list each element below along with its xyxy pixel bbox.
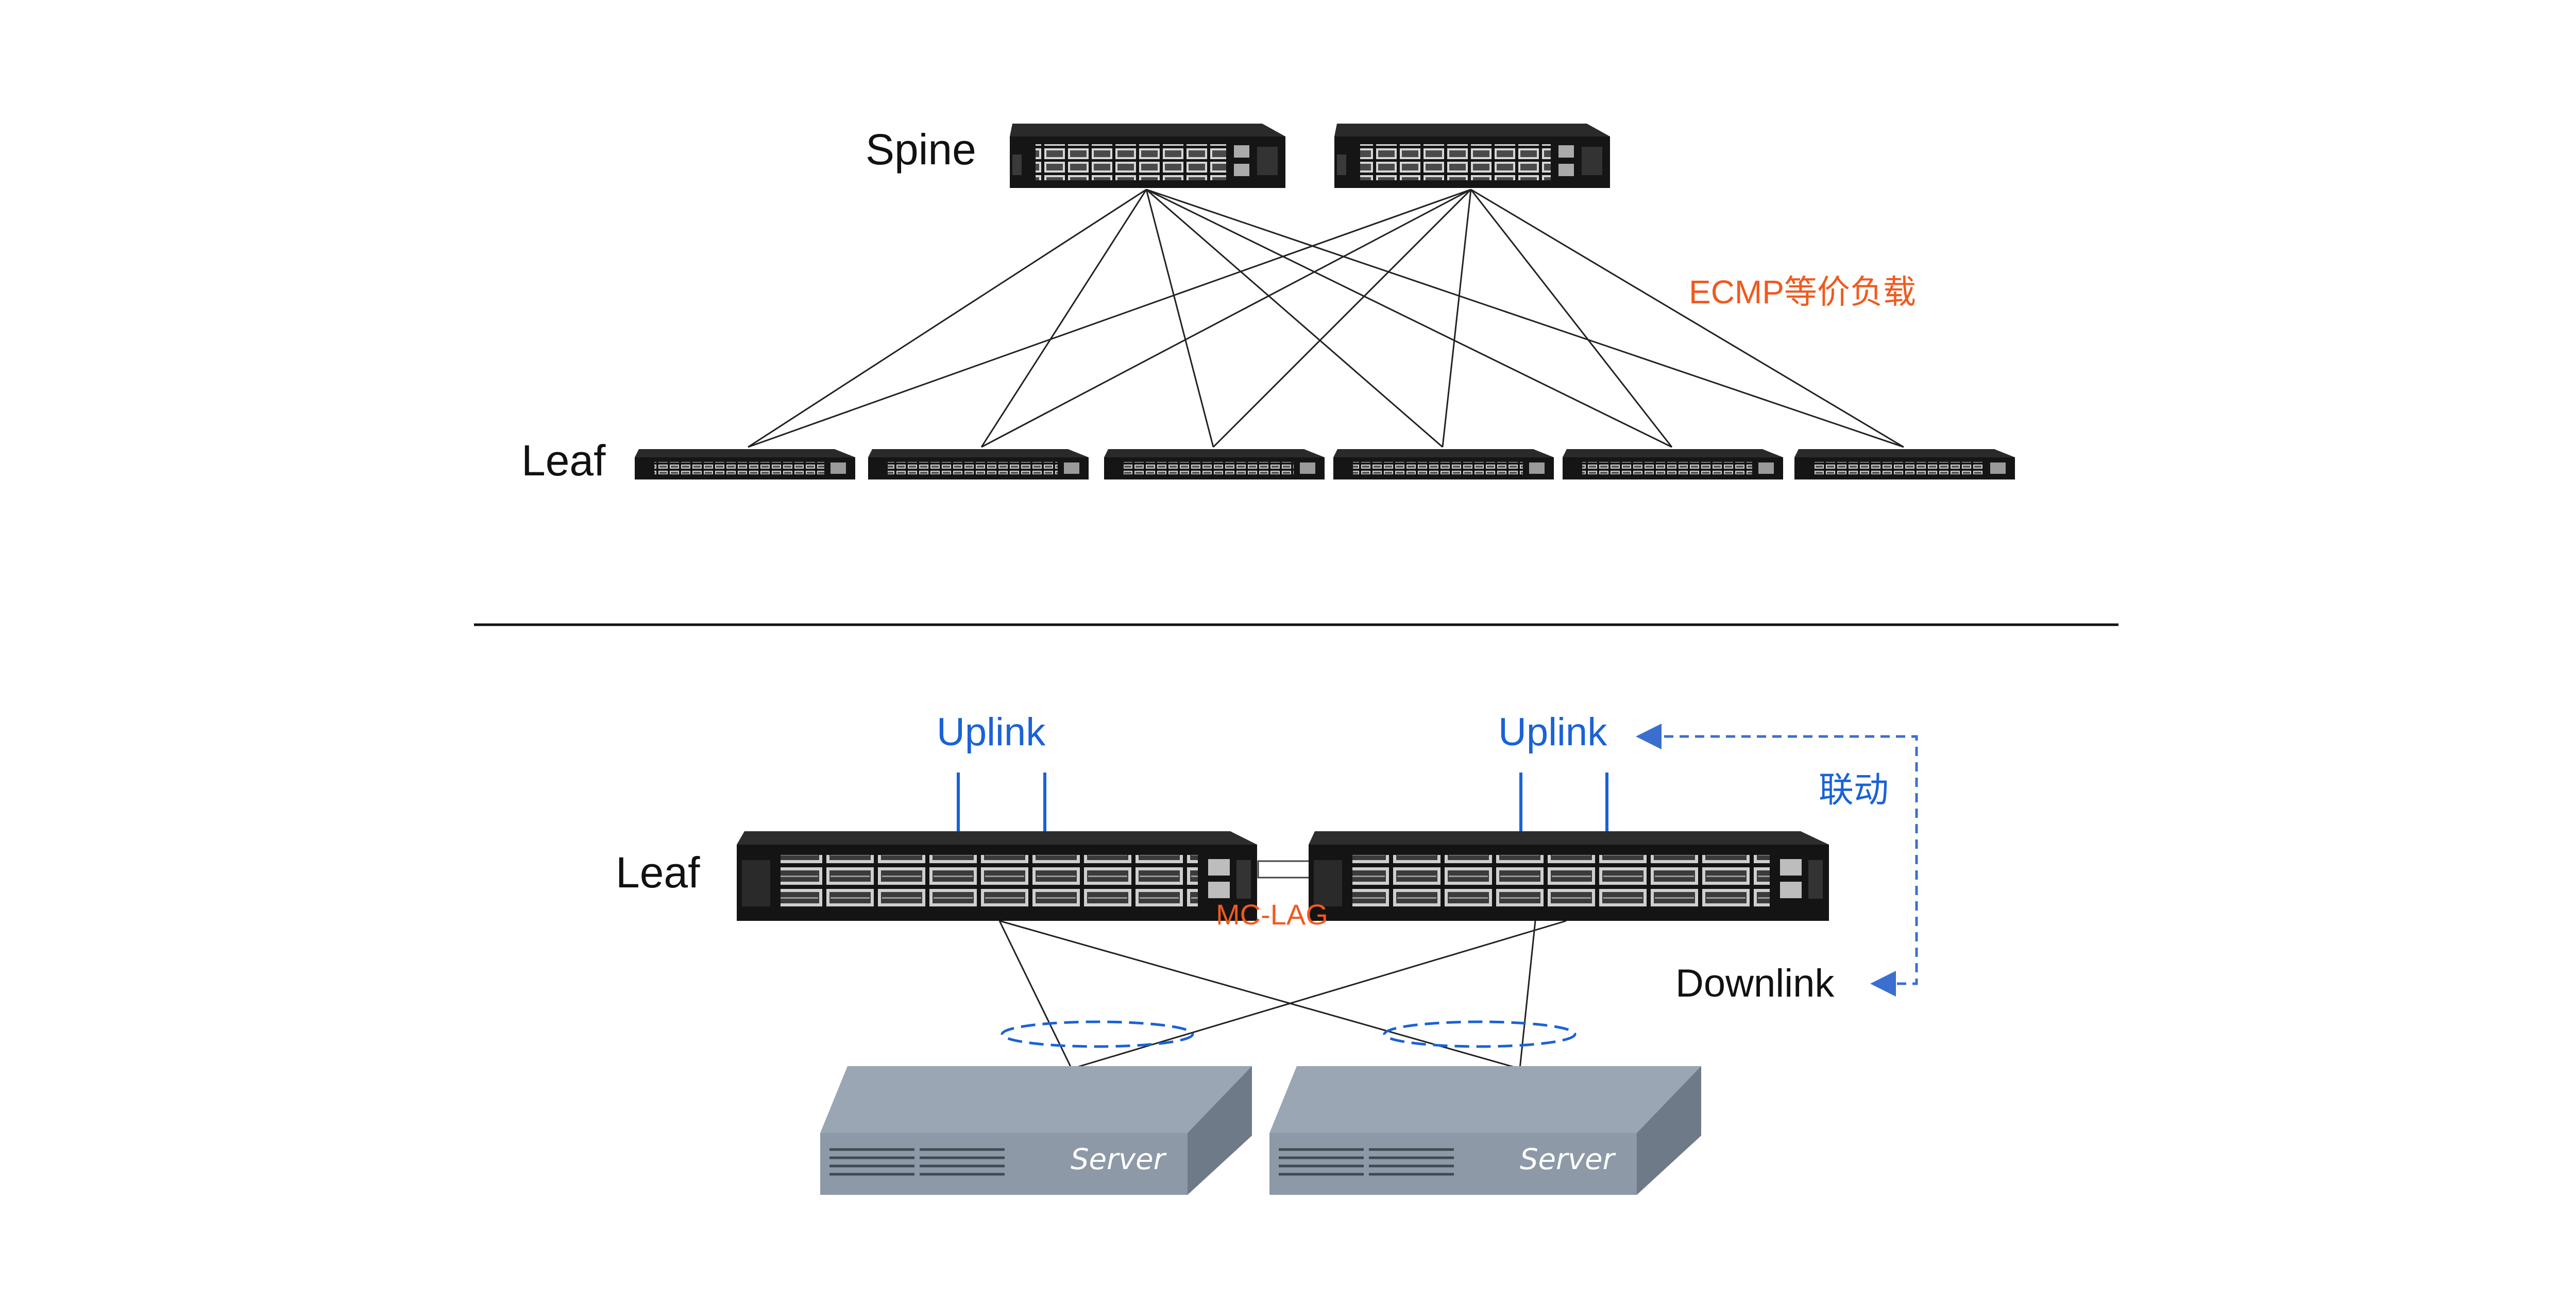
uplink-right-label: Uplink	[1498, 710, 1607, 754]
linkage-arrow	[1636, 724, 1918, 997]
bottom-leaf-label: Leaf	[616, 848, 700, 897]
mclag-leaf-switch-1	[737, 831, 1257, 921]
server-1-lag-ellipse	[1001, 1020, 1194, 1048]
uplink-lines	[957, 773, 1608, 841]
spine-switch-1	[1010, 124, 1285, 188]
downlink-label: Downlink	[1675, 962, 1835, 1005]
leaf-switch-6	[1794, 449, 2015, 479]
top-leaf-label: Leaf	[521, 436, 606, 485]
uplink-left-label: Uplink	[937, 710, 1046, 754]
server-1-label: Server	[1071, 1143, 1167, 1176]
server-1: Server	[820, 1066, 1252, 1195]
leaf-switch-4	[1333, 449, 1554, 479]
spine-switch-2	[1334, 124, 1610, 188]
server-2-label: Server	[1520, 1143, 1616, 1176]
ecmp-links	[748, 188, 1904, 448]
server-2-lag-ellipse	[1383, 1020, 1577, 1048]
leaf-switch-1	[635, 449, 855, 479]
leaf-switch-5	[1563, 449, 1783, 479]
leaf-switch-2	[868, 449, 1089, 479]
ecmp-label: ECMP等价负载	[1689, 273, 1916, 311]
server-2: Server	[1269, 1066, 1701, 1195]
mclag-peer-link	[1257, 860, 1313, 879]
mclag-label: MC-LAG	[1216, 898, 1328, 931]
spine-label: Spine	[866, 125, 976, 174]
mclag-leaf-switch-2	[1309, 831, 1829, 921]
leaf-switch-3	[1104, 449, 1325, 479]
linkage-label: 联动	[1819, 770, 1889, 810]
